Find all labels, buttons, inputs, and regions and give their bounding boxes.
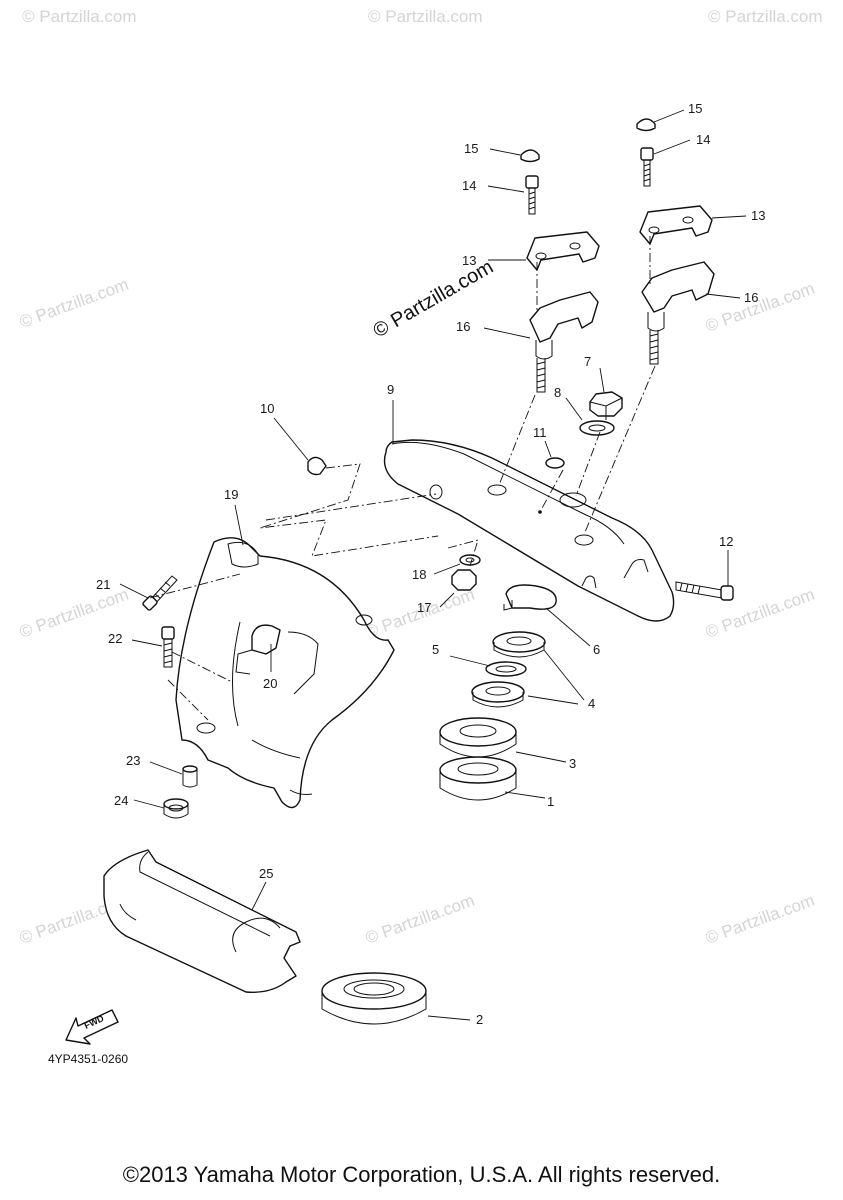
callout-23: 23 [126, 753, 140, 768]
alignment-lines [149, 236, 656, 721]
callout-14-left: 14 [462, 178, 476, 193]
callout-25: 25 [259, 866, 273, 881]
callout-9: 9 [387, 382, 394, 397]
fwd-arrow-icon: FWD [65, 1009, 119, 1045]
part-14-bolt-left [525, 175, 539, 215]
part-2-bearing-lower [321, 972, 427, 1025]
callout-21: 21 [96, 577, 110, 592]
part-13-upper-holder-right [639, 205, 713, 245]
watermark-faint: © Partzilla.com [703, 279, 817, 336]
callout-1: 1 [547, 794, 554, 809]
part-13-upper-holder-left [526, 231, 600, 271]
part-22-bolt [161, 626, 175, 668]
copyright-notice: ©2013 Yamaha Motor Corporation, U.S.A. A… [122, 1162, 721, 1187]
watermark-main: © Partzilla.com [370, 256, 498, 342]
part-10-cap [307, 456, 327, 476]
part-1-bearing-upper [439, 756, 517, 801]
part-16-lower-holder-right [641, 261, 715, 365]
callout-16-right: 16 [744, 290, 758, 305]
callout-10: 10 [260, 401, 274, 416]
watermark-faint: © Partzilla.com [708, 7, 823, 26]
part-15-cap-left [520, 149, 540, 163]
callout-18: 18 [412, 567, 426, 582]
callout-2: 2 [476, 1012, 483, 1027]
callout-15-right: 15 [688, 101, 702, 116]
part-4-ring-nut-upper [492, 631, 546, 658]
part-14-bolt-right [640, 147, 654, 187]
callout-12: 12 [719, 534, 733, 549]
part-5-lock-washer [485, 661, 527, 677]
part-11-plug [545, 457, 565, 469]
part-25-cover [103, 849, 301, 993]
callout-19: 19 [224, 487, 238, 502]
callout-15-left: 15 [464, 141, 478, 156]
callout-3: 3 [569, 756, 576, 771]
watermark-faint: © Partzilla.com [22, 7, 137, 26]
part-7-nut [589, 391, 623, 420]
callout-16-left: 16 [456, 319, 470, 334]
watermark-faint: © Partzilla.com [368, 7, 483, 26]
part-18-washer [459, 554, 481, 566]
part-9-upper-bracket [383, 439, 675, 622]
callout-14-right: 14 [696, 132, 710, 147]
part-17-nut [451, 569, 477, 591]
part-4-ring-nut-lower [471, 681, 525, 708]
watermark-faint: © Partzilla.com [17, 275, 131, 332]
callout-13-left: 13 [462, 253, 476, 268]
callout-4: 4 [588, 696, 595, 711]
callout-13-right: 13 [751, 208, 765, 223]
callout-24: 24 [114, 793, 128, 808]
part-12-pinch-bolt [675, 581, 734, 601]
part-24-grommet [163, 798, 189, 819]
watermark-faint: © Partzilla.com [363, 891, 477, 948]
watermark-faint: © Partzilla.com [703, 891, 817, 948]
part-19-bracket [175, 537, 395, 809]
callout-5: 5 [432, 642, 439, 657]
callout-6: 6 [593, 642, 600, 657]
part-6-stopper [503, 584, 557, 611]
leader-lines [119, 109, 747, 1021]
callout-22: 22 [108, 631, 122, 646]
callout-11: 11 [533, 425, 547, 440]
callouts: 1 2 3 4 5 6 7 8 9 10 11 12 13 13 14 14 1… [96, 101, 765, 1027]
part-20-clamp [235, 624, 319, 695]
callout-8: 8 [554, 385, 561, 400]
callout-20: 20 [263, 676, 277, 691]
part-16-lower-holder-left [529, 291, 599, 393]
watermark-faint: © Partzilla.com [703, 585, 817, 642]
part-23-collar [182, 765, 198, 788]
drawing-code: 4YP4351-0260 [48, 1052, 128, 1066]
part-8-washer [579, 420, 615, 436]
callout-7: 7 [584, 354, 591, 369]
part-3-bearing-cover [439, 717, 517, 758]
part-15-cap-right [636, 118, 656, 132]
part-21-bolt [142, 575, 178, 611]
callout-17: 17 [417, 600, 431, 615]
